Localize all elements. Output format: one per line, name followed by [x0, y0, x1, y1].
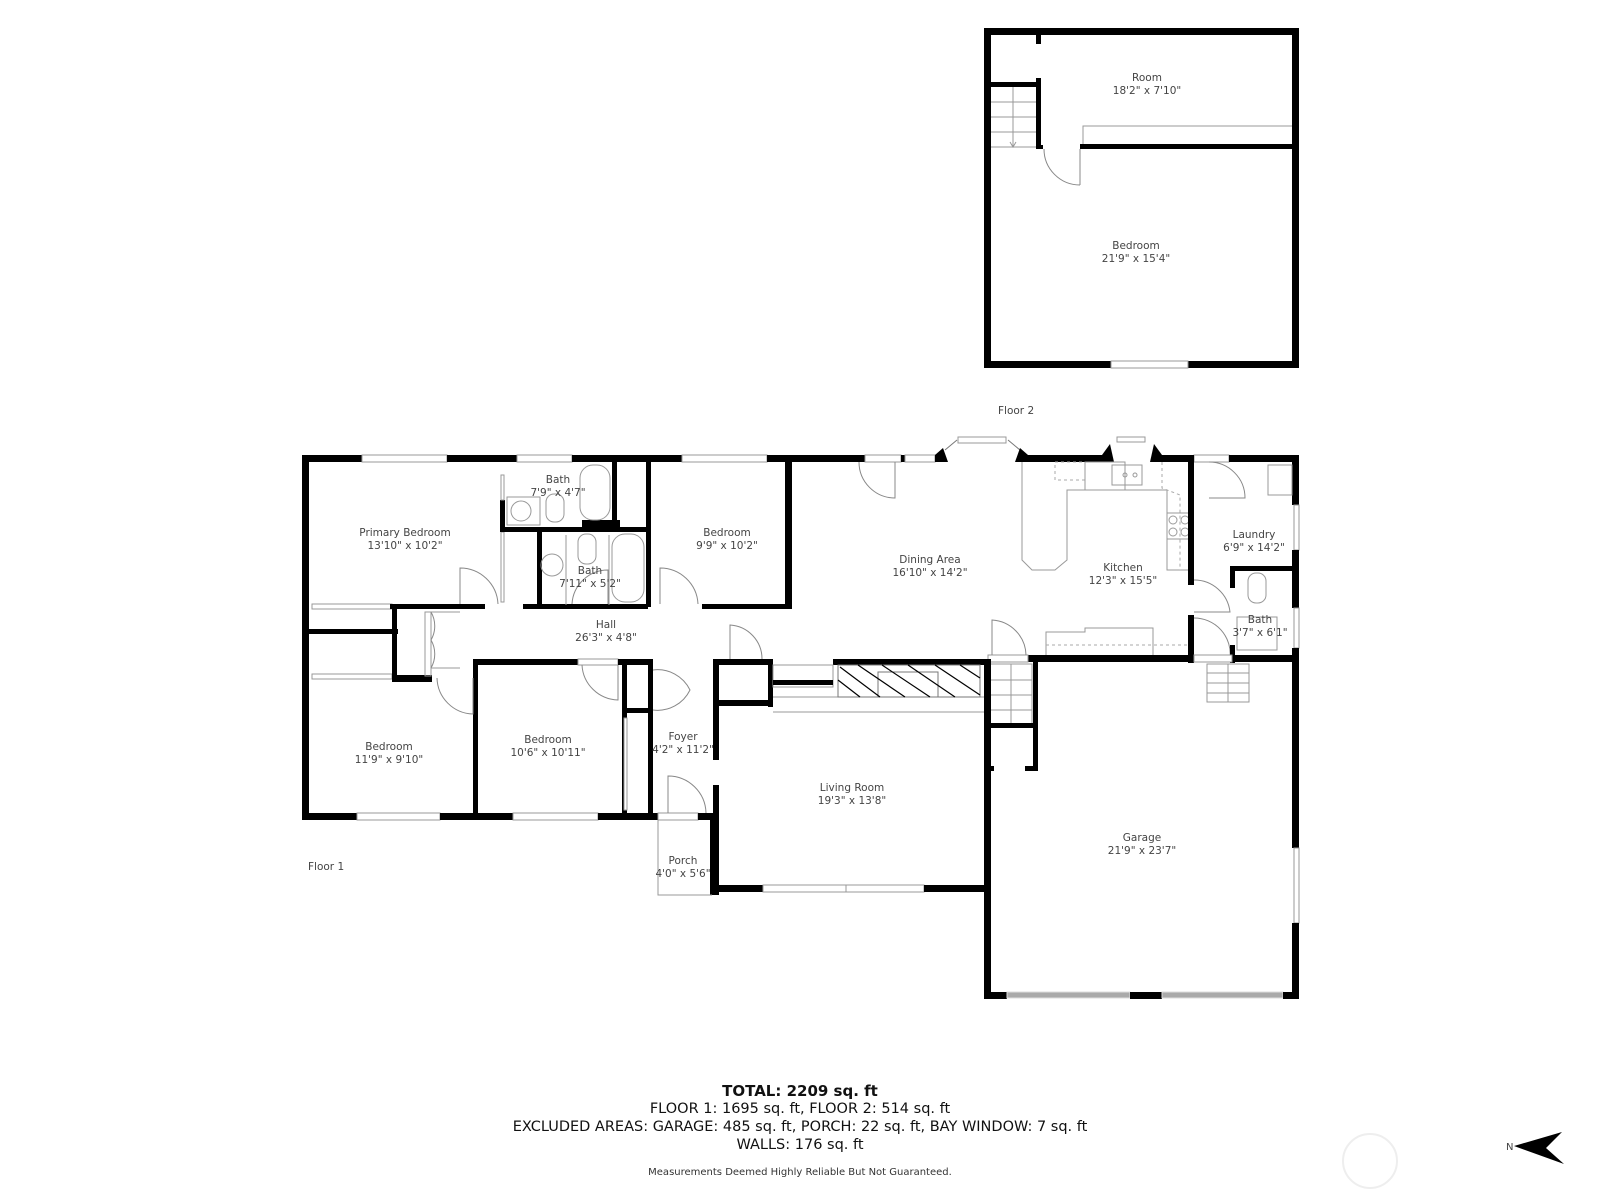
room-label-garage: Garage 21'9" x 23'7"	[1108, 832, 1176, 857]
room-label-bath-primary: Bath 7'9" x 4'7"	[530, 474, 585, 499]
room-dimensions: 26'3" x 4'8"	[575, 631, 637, 644]
sink-icon	[506, 464, 1293, 651]
room-label-bath-hall: Bath 7'11" x 5'2"	[559, 565, 621, 590]
north-arrow-icon	[1514, 1132, 1564, 1164]
room-label-kitchen: Kitchen 12'3" x 15'5"	[1089, 562, 1157, 587]
room-label-floor2-room: Room 18'2" x 7'10"	[1113, 72, 1181, 97]
room-name: Bedroom	[1112, 240, 1160, 252]
room-dimensions: 12'3" x 15'5"	[1088, 574, 1158, 587]
room-name: Bedroom	[365, 741, 413, 753]
room-dimensions: 7'9" x 4'7"	[530, 486, 586, 499]
room-dimensions: 21'9" x 15'4"	[1101, 252, 1171, 265]
room-dimensions: 21'9" x 23'7"	[1107, 844, 1177, 857]
room-name: Garage	[1122, 832, 1162, 844]
total-area: TOTAL: 2209 sq. ft	[722, 1082, 878, 1100]
room-dimensions: 7'11" x 5'2"	[559, 577, 621, 590]
room-name: Bedroom	[703, 527, 751, 539]
room-name: Bath	[577, 565, 603, 577]
room-dimensions: 19'3" x 13'8"	[817, 794, 887, 807]
room-dimensions: 18'2" x 7'10"	[1112, 84, 1182, 97]
room-dimensions: 6'9" x 14'2"	[1223, 541, 1285, 554]
compass-north-letter: N	[1506, 1142, 1514, 1153]
stairs-icon	[991, 87, 1036, 148]
room-name: Primary Bedroom	[359, 527, 451, 539]
room-label-floor2-bedroom: Bedroom 21'9" x 15'4"	[1102, 240, 1170, 265]
room-label-porch: Porch 4'0" x 5'6"	[655, 855, 710, 880]
room-label-dining-area: Dining Area 16'10" x 14'2"	[892, 554, 967, 579]
door-icon	[1043, 148, 1081, 186]
bathtub-icon	[579, 464, 645, 603]
room-dimensions: 4'0" x 5'6"	[655, 867, 711, 880]
room-name: Bedroom	[524, 734, 572, 746]
room-dimensions: 3'7" x 6'1"	[1232, 626, 1288, 639]
room-name: Living Room	[819, 782, 885, 794]
room-label-bath-laundry: Bath 3'7" x 6'1"	[1232, 614, 1287, 639]
room-name: Dining Area	[899, 554, 961, 566]
toilet-icon	[545, 493, 1267, 604]
room-label-bedroom-10-6: Bedroom 10'6" x 10'11"	[510, 734, 585, 759]
kitchen-fixtures	[1021, 461, 1192, 658]
room-name: Bath	[1247, 614, 1273, 626]
room-label-living-room: Living Room 19'3" x 13'8"	[818, 782, 886, 807]
room-dimensions: 13'10" x 10'2"	[367, 539, 443, 552]
room-dimensions: 16'10" x 14'2"	[892, 566, 968, 579]
room-label-bedroom-9-9: Bedroom 9'9" x 10'2"	[696, 527, 758, 552]
floor2-plan	[984, 28, 1299, 369]
floor2-label: Floor 2	[998, 405, 1035, 417]
room-label-laundry: Laundry 6'9" x 14'2"	[1223, 529, 1285, 554]
watermark-circle-icon	[1342, 1133, 1398, 1189]
room-label-primary-bedroom: Primary Bedroom 13'10" x 10'2"	[359, 527, 450, 552]
disclaimer: Measurements Deemed Highly Reliable But …	[648, 1167, 952, 1178]
room-name: Hall	[595, 619, 617, 631]
room-name: Kitchen	[1103, 562, 1143, 574]
room-label-hall: Hall 26'3" x 4'8"	[575, 619, 637, 644]
room-dimensions: 11'9" x 9'10"	[354, 753, 424, 766]
room-label-foyer: Foyer 4'2" x 11'2"	[652, 731, 714, 756]
room-name: Bath	[545, 474, 571, 486]
room-name: Laundry	[1232, 529, 1276, 541]
floor1-label: Floor 1	[308, 861, 345, 873]
floor1-plan	[302, 436, 1300, 999]
floor-areas: FLOOR 1: 1695 sq. ft, FLOOR 2: 514 sq. f…	[649, 1101, 951, 1117]
room-name: Room	[1132, 72, 1162, 84]
room-label-bedroom-11-9: Bedroom 11'9" x 9'10"	[355, 741, 423, 766]
area-summary: TOTAL: 2209 sq. ft FLOOR 1: 1695 sq. ft,…	[0, 1082, 1600, 1154]
excluded-areas: EXCLUDED AREAS: GARAGE: 485 sq. ft, PORC…	[512, 1119, 1088, 1135]
wall-area: WALLS: 176 sq. ft	[736, 1137, 864, 1153]
stairs-icon	[989, 663, 1250, 727]
room-name: Porch	[668, 855, 698, 867]
room-dimensions: 10'6" x 10'11"	[510, 746, 586, 759]
room-name: Foyer	[668, 731, 698, 743]
fireplace-icon	[837, 664, 981, 698]
room-dimensions: 9'9" x 10'2"	[696, 539, 758, 552]
room-dimensions: 4'2" x 11'2"	[652, 743, 714, 756]
